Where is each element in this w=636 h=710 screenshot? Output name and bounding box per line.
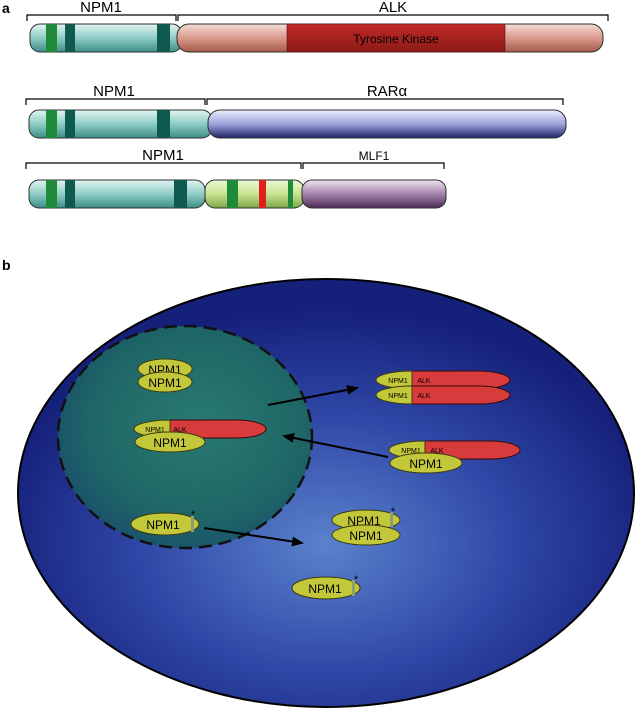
npm1-band-dark: [65, 180, 75, 208]
npm1-band-dark: [65, 24, 75, 52]
rara-bracket: [206, 98, 564, 105]
mutation-band: [390, 512, 393, 527]
mutant-npm1-label: NPM1: [308, 582, 342, 596]
panel-b-label: b: [2, 257, 11, 273]
npm1-protein: [389, 452, 463, 474]
npm1-band-dark-2: [157, 24, 170, 52]
mutant-npm1-label: NPM1: [146, 518, 180, 532]
npm1-band-green: [46, 110, 57, 138]
npm1-band-green: [46, 24, 57, 52]
linker-band-red: [259, 180, 266, 208]
mutant-npm1-protein: [291, 576, 361, 600]
npm1-label: NPM1: [80, 0, 122, 16]
npm-alk-fusion-protein: [424, 440, 521, 460]
npm1-alk-fusion: NPM1 ALK Tyrosine Kinase: [26, 0, 609, 53]
tyrosine-kinase-domain: [286, 23, 506, 53]
import-arrow: [282, 433, 389, 458]
npm1-band-dark: [65, 110, 75, 138]
fusion-alk-label: ALK: [173, 427, 187, 434]
alk-bracket: [177, 14, 609, 21]
mutation-star: *: [191, 509, 196, 521]
npm1-bracket: [25, 98, 206, 105]
cytoplasmic-mutant-npm1-dimer: NPM1 * NPM1: [331, 506, 401, 546]
npm1-band-dark-2: [157, 110, 170, 138]
rara-domain: [207, 109, 567, 139]
npm-alk-fusion-protein: [411, 385, 511, 405]
npm1-bracket: [25, 162, 302, 169]
npm1-label: NPM1: [142, 147, 184, 164]
panel-a-label: a: [2, 0, 10, 16]
cytoplasmic-npm-alk-heterodimer: NPM1 ALK NPM1: [388, 440, 521, 474]
npm-alk-fusion-protein: [169, 419, 267, 439]
npm1-label: NPM1: [93, 83, 135, 100]
nuclear-mutant-npm1: NPM1 *: [130, 509, 200, 536]
npm1-protein-label: NPM1: [349, 529, 383, 543]
alk-label: ALK: [379, 0, 407, 16]
mutant-export-arrow: [203, 527, 304, 547]
fusion-npm1-label: NPM1: [388, 378, 408, 385]
npm-alk-npm-part: [375, 385, 413, 405]
fusion-alk-label: ALK: [417, 378, 431, 385]
nuclear-npm-alk-complex: NPM1 ALK NPM1: [133, 419, 267, 453]
npm1-band-dark-2: [174, 180, 187, 208]
npm1-rara-fusion: NPM1 RARα: [25, 83, 567, 139]
mutation-star: *: [354, 574, 359, 586]
mlf1-domain: [301, 179, 447, 209]
npm1-protein-label: NPM1: [409, 457, 443, 471]
fusion-npm1-label: NPM1: [401, 448, 421, 455]
mutant-npm1-label: NPM1: [347, 514, 381, 528]
tyrosine-kinase-label: Tyrosine Kinase: [353, 32, 439, 46]
export-arrow: [267, 384, 359, 406]
cytoplasmic-npm-alk-dimer: NPM1 ALK NPM1 ALK: [375, 370, 511, 405]
linker-band-green: [227, 180, 238, 208]
fusion-alk-label: ALK: [430, 448, 444, 455]
npm1-band-green: [46, 180, 57, 208]
npm1-protein: [331, 524, 401, 546]
npm1-bracket: [26, 14, 177, 21]
linker-band-green-2: [288, 180, 293, 208]
npm1-protein-label: NPM1: [153, 436, 187, 450]
mlf1-bracket: [302, 162, 445, 169]
mutation-star: *: [391, 506, 396, 518]
mutation-band: [352, 580, 355, 596]
mutant-npm1-protein: [130, 512, 200, 536]
npm1-protein: [137, 371, 193, 393]
rara-label: RARα: [367, 83, 408, 100]
mutation-band: [191, 516, 194, 532]
npm1-protein-label: NPM1: [148, 376, 182, 390]
fusion-npm1-label: NPM1: [145, 427, 165, 434]
nuclear-npm1-dimer: NPM1 NPM1: [137, 358, 193, 393]
npm1-protein: [134, 431, 206, 453]
npm1-mlf1-fusion: NPM1 MLF1: [25, 147, 447, 209]
fusion-npm1-label: NPM1: [388, 393, 408, 400]
fusion-alk-label: ALK: [417, 393, 431, 400]
mlf1-label: MLF1: [359, 149, 390, 163]
cytoplasmic-mutant-npm1: NPM1 *: [291, 574, 361, 600]
